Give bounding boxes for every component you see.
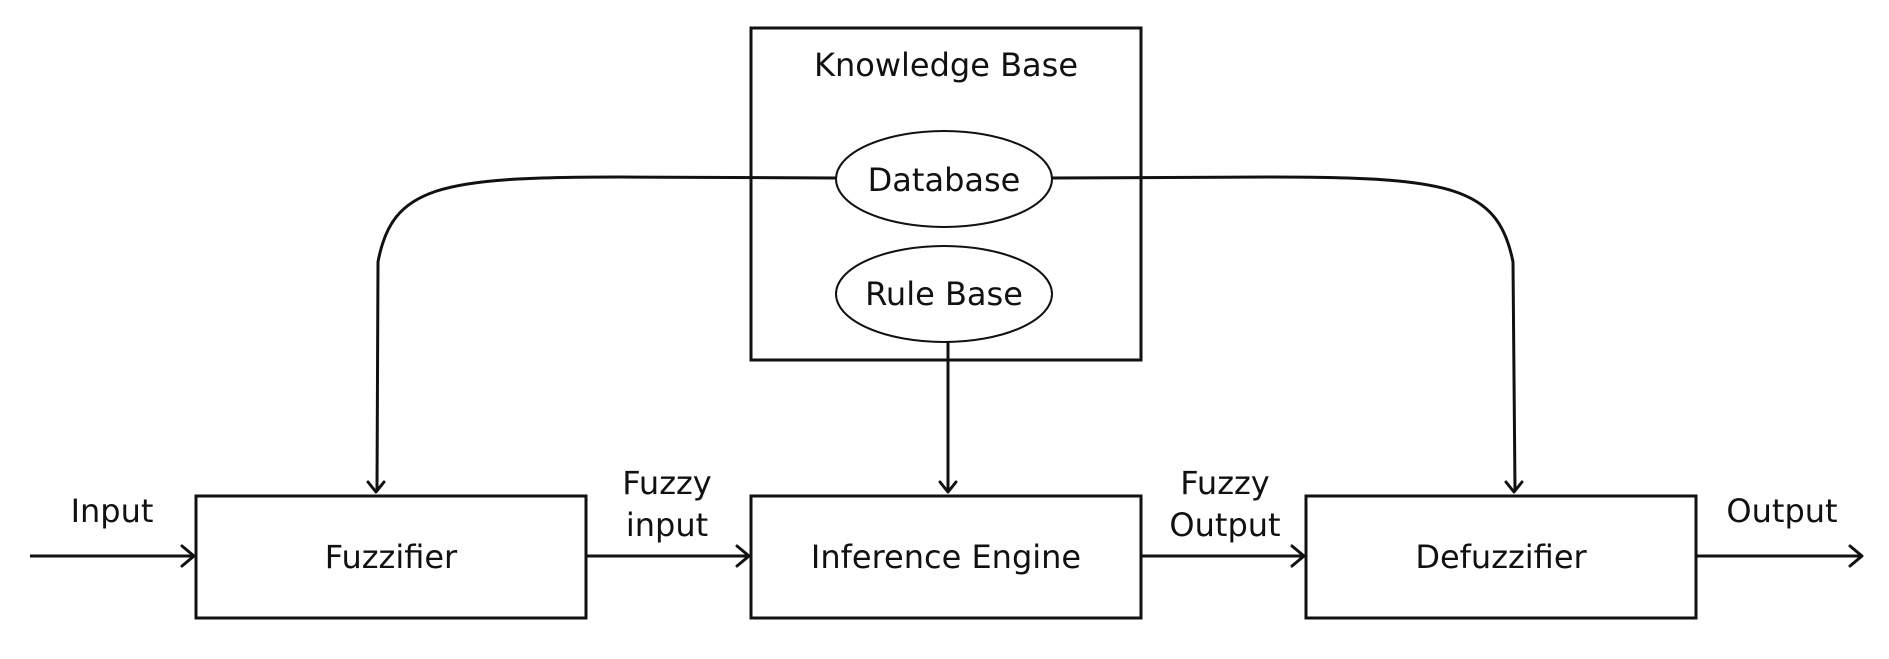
knowledge-base-label: Knowledge Base (814, 46, 1078, 84)
fuzzy-input-arrowhead (735, 544, 751, 568)
fuzzifier-block: Fuzzifier (194, 494, 588, 620)
inference-engine-box (749, 494, 1143, 620)
defuzzifier-arrowhead (1504, 480, 1524, 494)
output-arrowhead (1848, 544, 1864, 568)
output-label: Output (1726, 492, 1837, 530)
inference-engine-label: Inference Engine (811, 538, 1081, 576)
inference-engine-block: Inference Engine (749, 494, 1143, 620)
fuzzy-output-arrowhead (1290, 544, 1306, 568)
defuzzifier-box (1304, 494, 1698, 620)
input-signal: Input (30, 492, 196, 568)
output-signal: Output (1696, 492, 1864, 568)
defuzzifier-label: Defuzzifier (1415, 538, 1587, 576)
inference-engine-arrowhead (938, 480, 958, 494)
rule-base-node: Rule Base (835, 245, 1053, 343)
fuzzy-input-label-line1: Fuzzy (622, 464, 711, 502)
fuzzy-output-signal: Fuzzy Output (1141, 464, 1306, 568)
fuzzy-output-label-line1: Fuzzy (1180, 464, 1269, 502)
defuzzifier-block: Defuzzifier (1304, 494, 1698, 620)
database-node: Database (835, 130, 1053, 228)
fuzzy-input-label-line2: input (626, 506, 708, 544)
database-label: Database (868, 161, 1021, 199)
database-ellipse (835, 130, 1053, 228)
rule-base-ellipse (835, 245, 1053, 343)
input-arrowhead (180, 544, 196, 568)
rule-base-label: Rule Base (865, 275, 1023, 313)
fuzzifier-arrowhead (366, 480, 386, 494)
fuzzifier-label: Fuzzifier (325, 538, 458, 576)
database-to-fuzzifier-link (375, 175, 837, 491)
input-label: Input (71, 492, 154, 530)
database-to-defuzzifier-link (1051, 175, 1517, 491)
fuzzy-input-signal: Fuzzy input (586, 464, 751, 568)
fuzzy-output-label-line2: Output (1169, 506, 1280, 544)
